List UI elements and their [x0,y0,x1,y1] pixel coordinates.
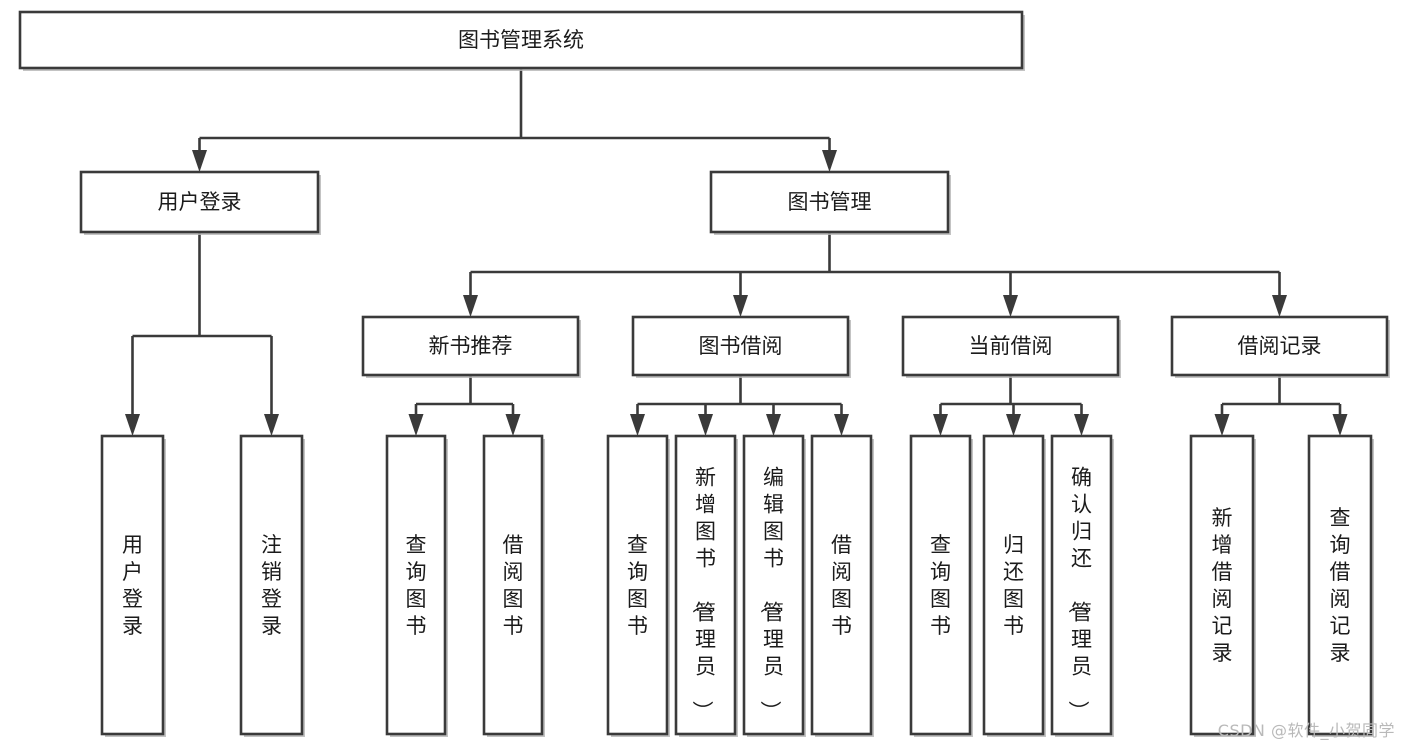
node-label: 查询借阅记录 [1330,506,1351,665]
node-label: 用户登录 [158,190,242,214]
connector-group-book-borrow [630,375,849,436]
node-root[interactable]: 图书管理系统 [18,10,1025,71]
node-layer: 图书管理系统用户登录图书管理新书推荐图书借阅当前借阅借阅记录用户登录注销登录查询… [18,10,1390,737]
node-label: 用户登录 [122,533,143,638]
node-label: 借阅图书 [831,533,852,638]
node-label: 新增借阅记录 [1212,506,1233,665]
node-leaf-edit-book[interactable]: 编辑图书（管理员） [742,434,806,737]
node-label: 当前借阅 [969,334,1053,358]
node-box [674,434,737,736]
node-leaf-user-login[interactable]: 用户登录 [100,434,166,737]
arrow-head-icon [1272,295,1287,317]
node-leaf-return-book[interactable]: 归还图书 [982,434,1046,737]
node-box [18,10,1024,70]
node-book-manage[interactable]: 图书管理 [709,170,951,235]
node-leaf-confirm-return[interactable]: 确认归还（管理员） [1050,434,1114,737]
node-box [361,315,580,377]
arrow-head-icon [264,414,279,436]
arrow-head-icon [1003,295,1018,317]
node-leaf-add-record[interactable]: 新增借阅记录 [1189,434,1256,737]
connector-group-root [192,68,837,172]
node-box [909,434,972,736]
arrow-head-icon [1006,414,1021,436]
node-new-book-recommend[interactable]: 新书推荐 [361,315,581,378]
node-leaf-user-logout[interactable]: 注销登录 [239,434,305,737]
node-box [100,434,165,736]
node-label: 查询图书 [406,533,427,638]
node-box [1170,315,1389,377]
connector-group-user-login [125,232,279,436]
arrow-head-icon [1332,414,1348,436]
node-box [79,170,320,234]
node-label: 归还图书 [1003,533,1024,638]
arrow-head-icon [733,295,748,317]
node-book-borrow[interactable]: 图书借阅 [631,315,851,378]
node-box [1050,434,1113,736]
node-box [385,434,447,736]
watermark-label: CSDN @软件_小贺同学 [1217,721,1395,740]
node-user-login[interactable]: 用户登录 [79,170,321,235]
connector-group-borrow-record [1214,375,1348,436]
connector-group-current-borrow [933,375,1089,436]
node-box [810,434,873,736]
node-box [239,434,304,736]
arrow-head-icon [505,414,521,436]
arrow-head-icon [822,150,837,172]
node-label: 查询图书 [930,533,951,638]
node-label: 编辑图书（管理员） [758,466,784,722]
node-leaf-query-book-2[interactable]: 查询图书 [606,434,670,737]
node-box [482,434,544,736]
node-label: 借阅图书 [503,533,524,638]
arrow-head-icon [408,414,424,436]
arrow-head-icon [192,150,207,172]
node-label: 图书管理系统 [458,28,584,52]
arrow-head-icon [834,414,849,436]
node-leaf-query-book-1[interactable]: 查询图书 [385,434,448,737]
arrow-head-icon [463,295,478,317]
node-label: 图书管理 [788,190,872,214]
node-leaf-query-book-3[interactable]: 查询图书 [909,434,973,737]
node-box [709,170,950,234]
connector-group-book-manage [463,232,1287,317]
node-label: 借阅记录 [1238,334,1322,358]
connector-layer [125,68,1348,436]
node-label: 图书借阅 [699,334,783,358]
node-box [1307,434,1373,736]
node-label: 注销登录 [261,533,282,638]
node-label: 新书推荐 [429,334,513,358]
node-box [982,434,1045,736]
node-box [631,315,850,377]
node-label: 新增图书（管理员） [690,466,716,722]
node-leaf-query-record[interactable]: 查询借阅记录 [1307,434,1374,737]
connector-group-new-book-recommend [408,375,521,436]
node-box [742,434,805,736]
arrow-head-icon [766,414,781,436]
node-label: 查询图书 [627,533,648,638]
node-leaf-borrow-book-1[interactable]: 借阅图书 [482,434,545,737]
node-leaf-borrow-book-2[interactable]: 借阅图书 [810,434,874,737]
node-current-borrow[interactable]: 当前借阅 [901,315,1121,378]
node-borrow-record[interactable]: 借阅记录 [1170,315,1390,378]
node-box [606,434,669,736]
node-box [901,315,1120,377]
node-leaf-add-book[interactable]: 新增图书（管理员） [674,434,738,737]
node-box [1189,434,1255,736]
arrow-head-icon [698,414,713,436]
arrow-head-icon [630,414,645,436]
arrow-head-icon [1074,414,1089,436]
arrow-head-icon [125,414,140,436]
node-label: 确认归还（管理员） [1066,466,1092,722]
arrow-head-icon [933,414,948,436]
arrow-head-icon [1214,414,1230,436]
